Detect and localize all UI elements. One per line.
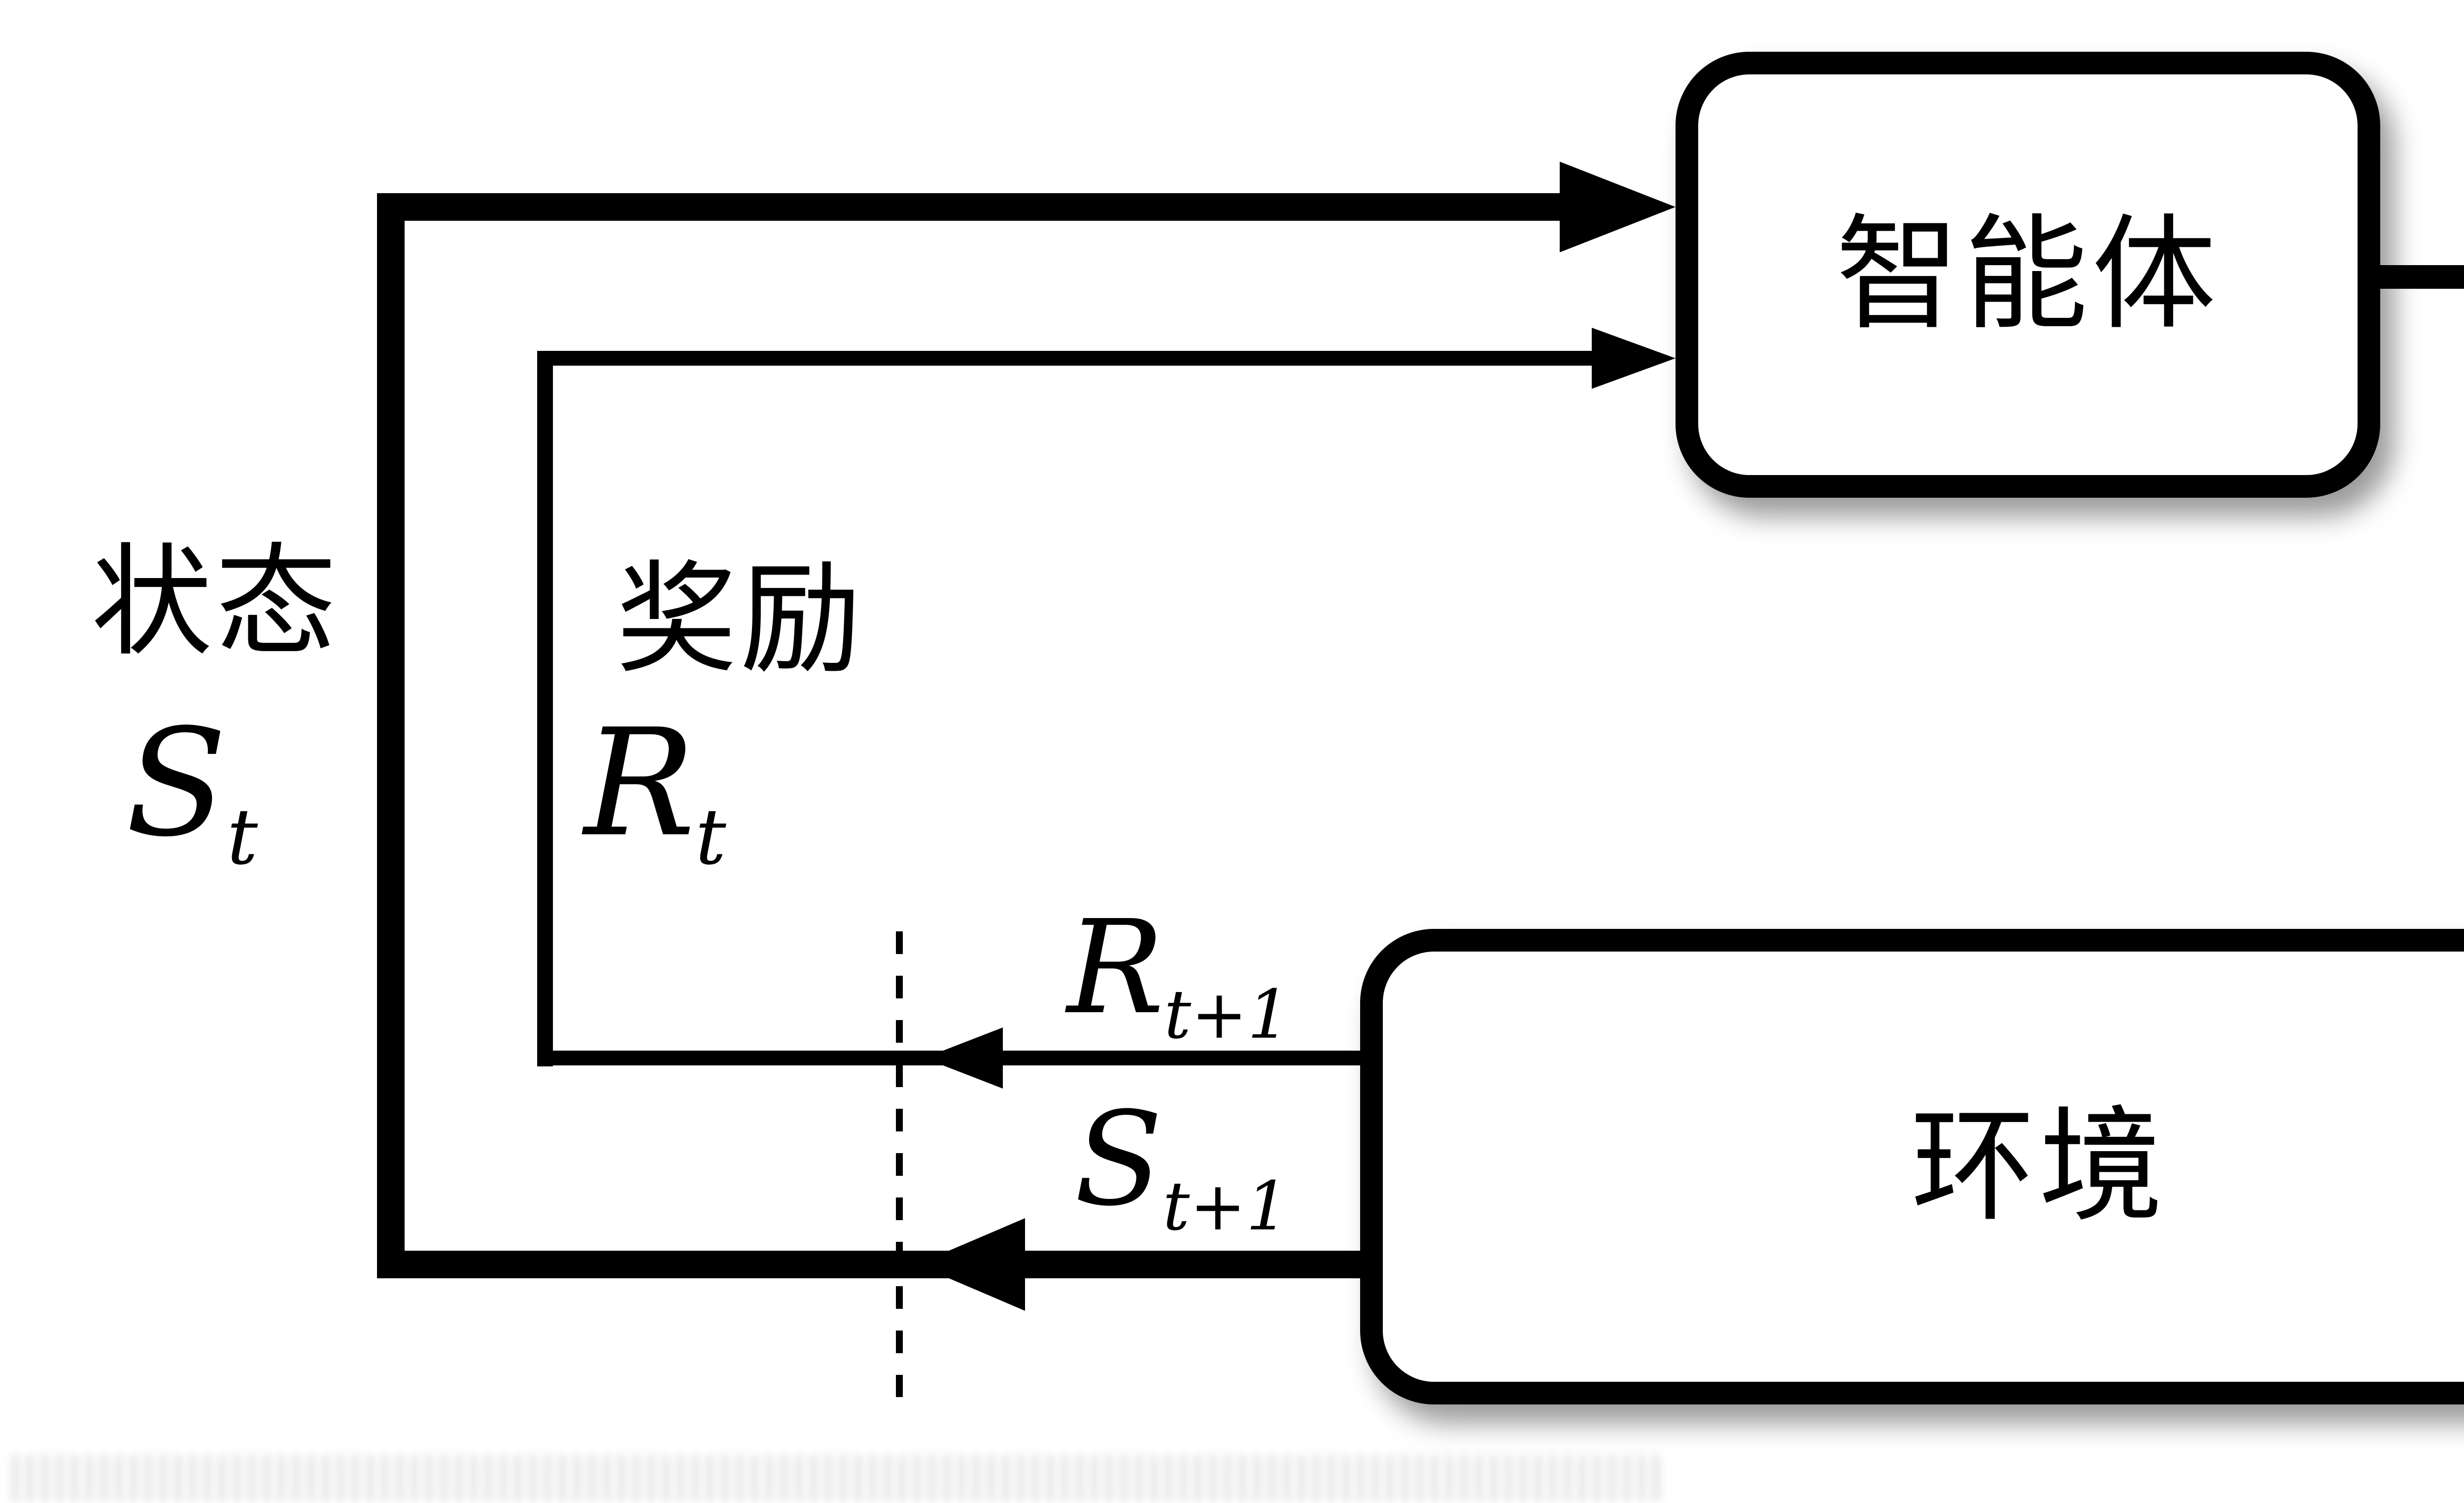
next-state-arrowhead-icon xyxy=(917,1218,1025,1311)
state-symbol: St xyxy=(126,697,258,882)
state-label-cn: 状态 xyxy=(91,532,340,673)
next-reward-arrowhead-icon xyxy=(924,1027,1003,1089)
environment-box: 环境 xyxy=(1360,929,2464,1404)
time-step-dashed-divider xyxy=(896,931,903,1397)
reward-symbol: Rt xyxy=(584,697,726,882)
agent-box-label: 智能体 xyxy=(1835,202,2220,347)
state-loop-bottom-line xyxy=(377,1251,1363,1278)
state-loop-top-line xyxy=(377,193,1570,221)
reward-into-agent-arrowhead-icon xyxy=(1592,328,1676,389)
action-loop-top-line xyxy=(2380,265,2464,289)
state-into-agent-arrowhead-icon xyxy=(1560,162,1676,252)
cutoff-caption-ghost xyxy=(12,1455,1661,1502)
environment-box-label: 环境 xyxy=(1911,1094,2167,1239)
reward-loop-top-line xyxy=(537,351,1602,366)
reward-loop-vertical-line xyxy=(537,351,553,1066)
next-reward-symbol: Rt+1 xyxy=(1067,892,1290,1054)
reward-label-cn: 奖励 xyxy=(616,549,865,690)
state-loop-vertical-line xyxy=(377,193,405,1278)
agent-box: 智能体 xyxy=(1676,52,2380,498)
next-state-symbol: St+1 xyxy=(1074,1084,1289,1246)
